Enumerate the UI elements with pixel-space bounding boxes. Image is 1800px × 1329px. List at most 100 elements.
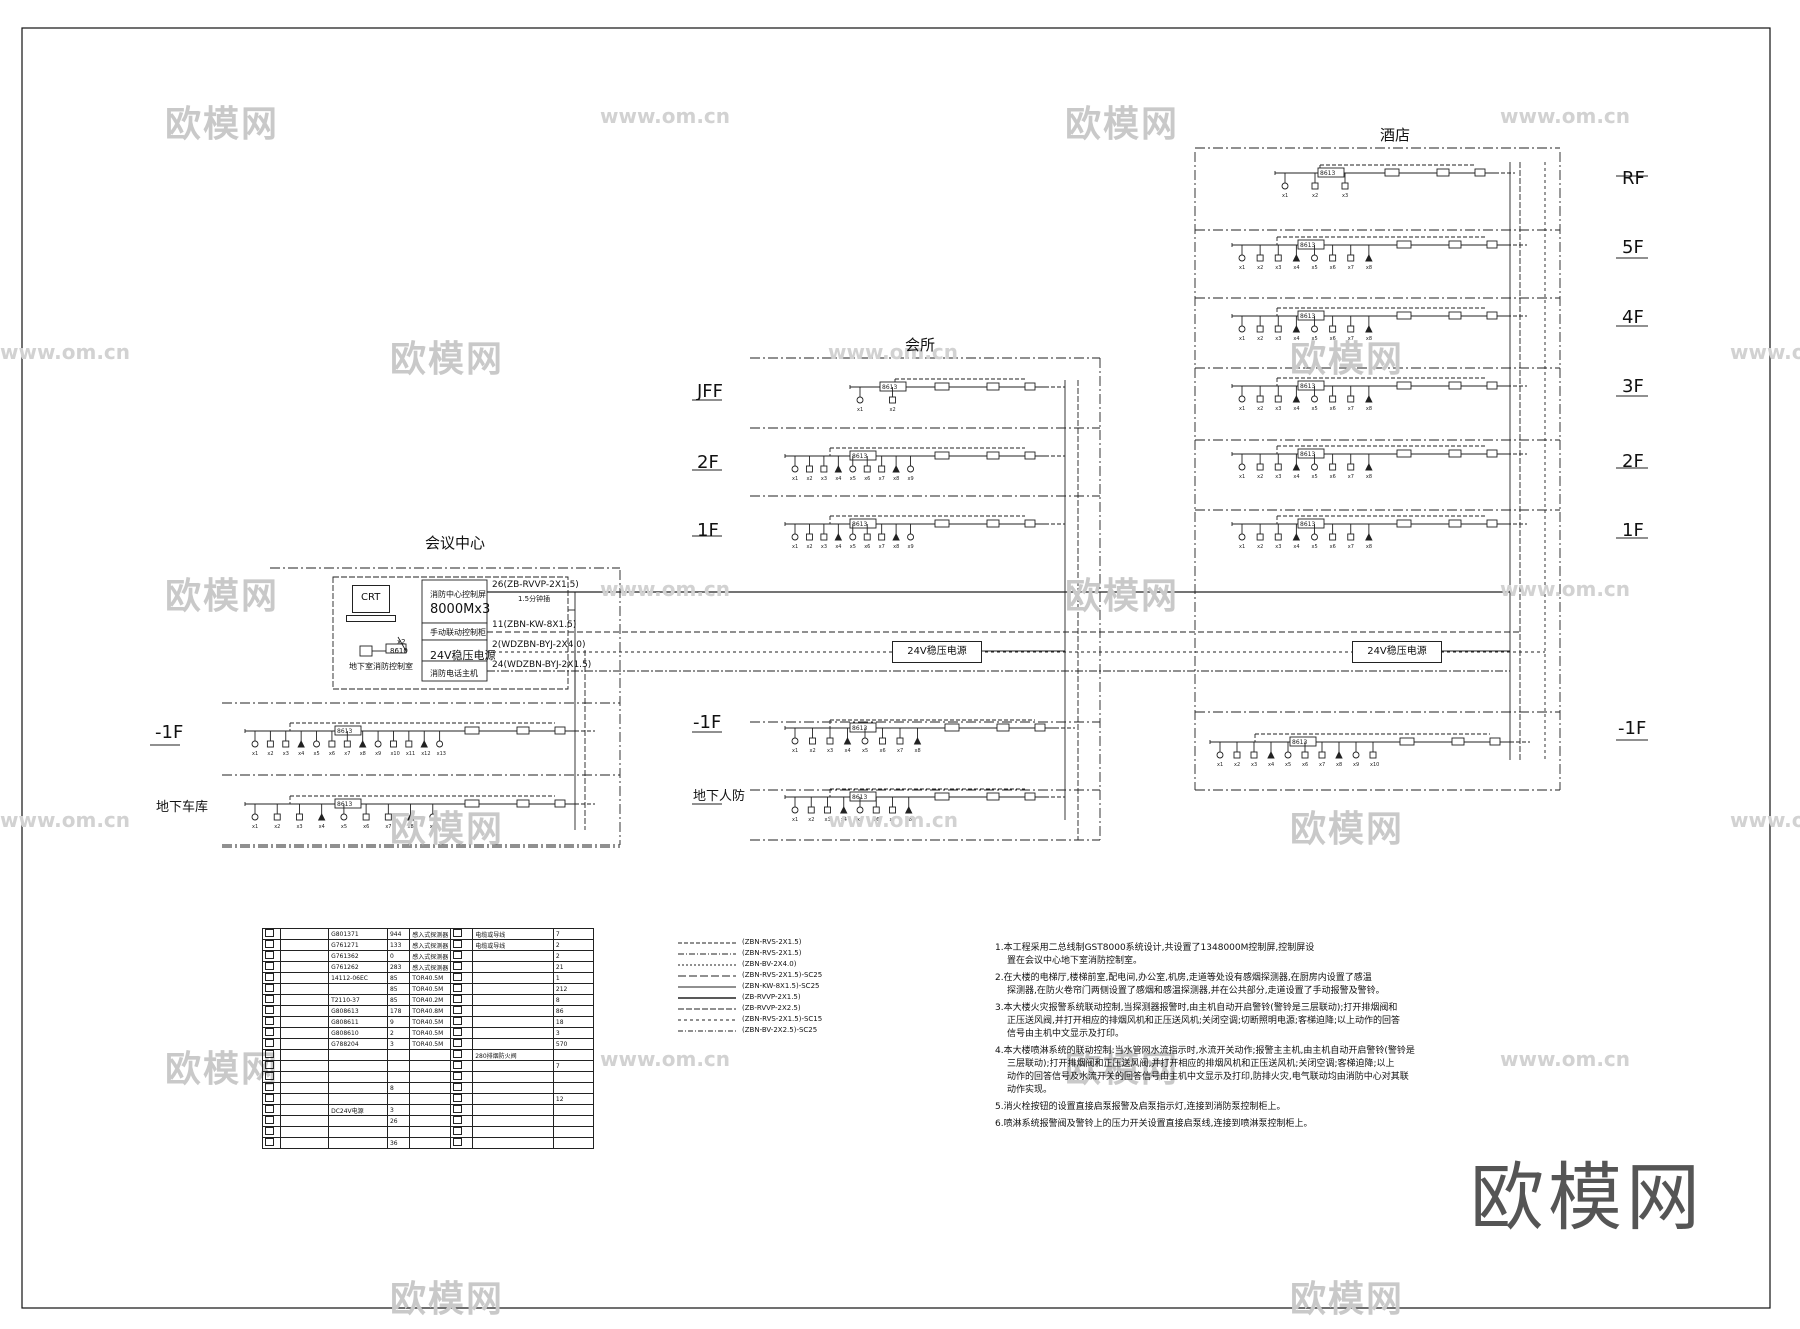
legend-cell: 86 [552,1005,595,1017]
device-count: x3 [1275,544,1281,550]
legend-cell [280,1137,330,1149]
power-box-label: 24V稳压电源 [1367,646,1427,657]
manual-call-point-icon [1369,751,1377,759]
node-box [1297,310,1325,321]
legend-cell [386,1049,411,1061]
watermark: www.om.cn [1730,340,1800,364]
legend-cell [409,1049,452,1061]
phone-host-label: 消防电话主机 [430,669,478,678]
device-count: x2 [890,407,896,413]
device-count: x2 [1257,474,1263,480]
device-count: x3 [1275,265,1281,271]
module-box [1448,519,1462,528]
note-line: 三层联动);打开排烟阀和正压送风阀,并打开相应的排烟风机和正压送风机;关闭空调;… [1007,1059,1395,1069]
device-count: x9 [908,544,914,550]
legend-cell [409,1104,452,1116]
legend-cell [280,1005,330,1017]
smoke-detector-icon [251,813,259,821]
device-count: x2 [1234,762,1240,768]
legend-cell [261,1016,282,1028]
line-legend-text: (ZBN-RVS-2X1.5)-SC25 [742,971,823,979]
manual-call-point-icon [805,533,813,541]
legend-cell: 1 [552,972,595,984]
watermark: www.om.cn [600,104,731,128]
legend-cell: G761362 [328,950,388,962]
device-count: x1 [792,817,798,823]
floor-label: -1F [693,712,722,733]
legend-cell [450,1093,474,1105]
device-count: x1 [1239,265,1245,271]
manual-call-point-icon [1311,182,1319,190]
legend-cell [261,1027,282,1039]
module-box [1396,381,1412,390]
watermark: 欧模网 [1290,339,1405,380]
device-count: x3 [1342,193,1348,199]
note-line: 动作实现。 [1007,1085,1053,1095]
node-text: 8613 [1300,242,1315,249]
node-text: 8613 [852,521,867,528]
device-count: x6 [1330,265,1336,271]
crt-label: CRT [361,592,381,603]
legend-cell: TOR40.5M [409,1016,452,1028]
power-supply-label: 24V稳压电源 [430,649,496,662]
manual-call-point-icon [273,813,281,821]
legend-cell [450,994,474,1006]
floor-label: 2F [1622,451,1644,472]
control-panel-label: 消防中心控制屏 [430,590,486,599]
legend-cell [450,1082,474,1094]
manual-call-point-icon [863,533,871,541]
power-box-label: 24V稳压电源 [907,646,967,657]
legend-cell: 电缆或导线 [472,928,554,940]
device-count: x6 [864,544,870,550]
line-legend: (ZBN-RVS-2X1.5)(ZBN-RVS-2X1.5)(ZBN-BV-2X… [678,938,878,1037]
legend-cell [261,1038,282,1050]
heat-detector-icon [343,740,351,748]
legend-cell [450,1115,474,1127]
smoke-detector-icon [1238,463,1246,471]
module-box [1486,240,1498,249]
legend-cell [280,1093,330,1105]
legend-cell: TOR40.2M [409,994,452,1006]
module-box [1448,311,1462,320]
manual-call-point-icon [1233,751,1241,759]
bell-icon [1365,462,1373,471]
note-line: 3.本大楼火灾报警系统联动控制,当探测器报警时,由主机自动开启警铃(警铃是三层联… [995,1003,1398,1013]
module-box [554,799,566,808]
device-count: x4 [1293,474,1299,480]
smoke-detector-icon [1238,325,1246,333]
legend-cell: TOR40.5M [409,1027,452,1039]
legend-row: 280排烟防火阀 [261,1049,595,1061]
legend-cell: 7 [552,1060,595,1072]
watermark: www.om.cn [828,808,959,832]
manual-call-point-icon [1329,325,1337,333]
legend-cell [450,1016,474,1028]
device-count: x3 [1275,406,1281,412]
node-box [334,798,362,809]
watermark: 欧模网 [1290,1279,1405,1320]
device-count: x8 [1366,265,1372,271]
line-legend-item: (ZB-RVVP-2X1.5) [678,993,878,1004]
legend-cell: 18 [552,1016,595,1028]
power-box: 24V稳压电源 [892,641,982,663]
legend-cell [261,950,282,962]
legend-cell: 283 [386,961,411,973]
legend-cell [386,1093,411,1105]
module-box [464,799,480,808]
device-count: x7 [385,824,391,830]
legend-cell [450,928,474,940]
device-count: x5 [1312,336,1318,342]
smoke-detector-icon [1281,182,1289,190]
module-box [934,382,950,391]
device-count: x1 [1282,193,1288,199]
bell-icon [1365,324,1373,333]
heat-detector-icon [1274,533,1282,541]
watermark: 欧模网 [1290,809,1405,850]
module-box [934,792,950,801]
note-line: 置在会议中心地下室消防控制室。 [1007,956,1143,966]
legend-cell [552,1137,595,1149]
module-box [986,792,1000,801]
legend-cell [450,961,474,973]
note-line: 5.消火栓按钮的设置直接启泵报警及启泵指示灯,连接到消防泵控制柜上。 [995,1102,1286,1112]
legend-cell: 0 [386,950,411,962]
